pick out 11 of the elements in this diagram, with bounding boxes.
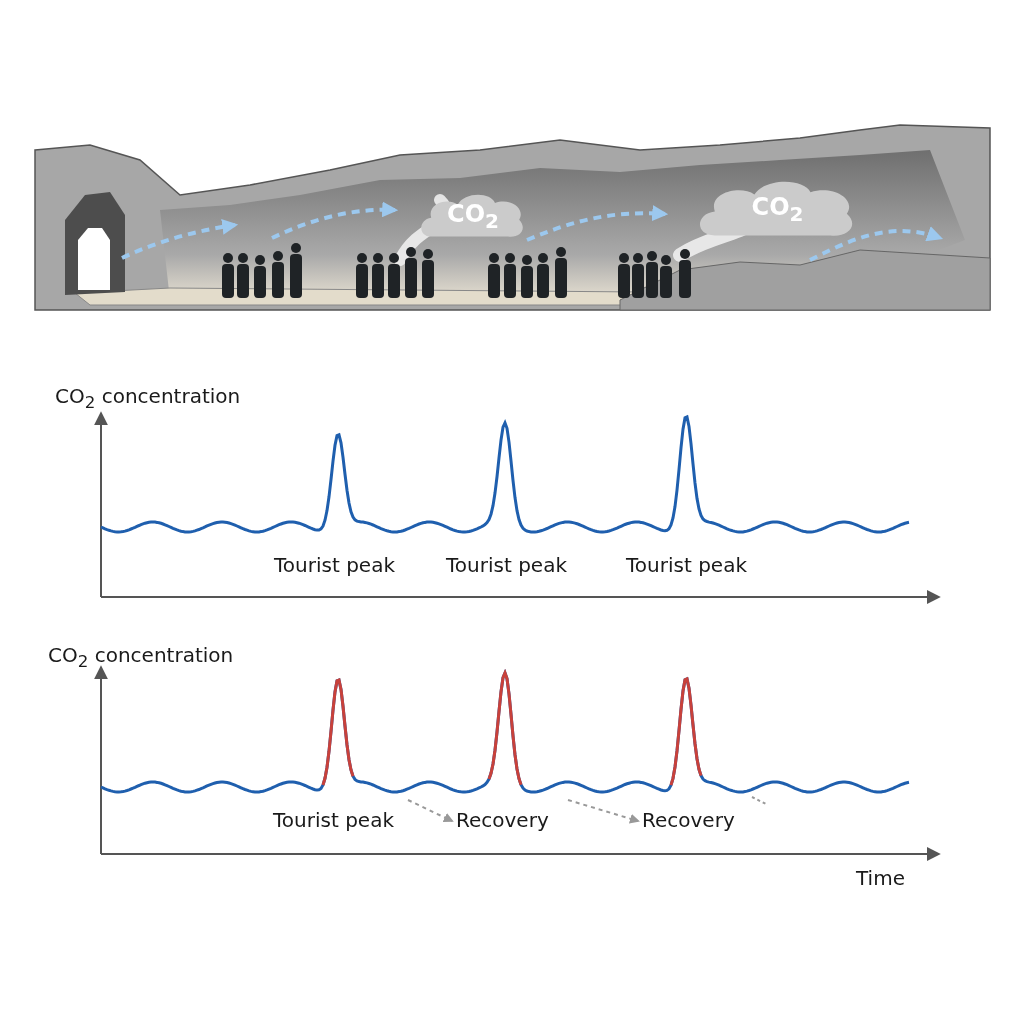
recovery-label: Recovery bbox=[456, 808, 552, 834]
axis-title: CO$_{2}$ concentration bbox=[55, 384, 241, 412]
arrow bbox=[567, 799, 640, 824]
peak-label: Tourist peak bbox=[273, 808, 394, 832]
peak-label: Tourist peak bbox=[446, 553, 567, 577]
axis-title: Time bbox=[856, 866, 905, 890]
peak-label: Tourist peak bbox=[274, 553, 395, 577]
recovery-label: Recovery bbox=[642, 808, 738, 834]
arrow bbox=[407, 799, 454, 823]
peak-label: Tourist peak bbox=[626, 553, 747, 577]
axis-title: CO$_{2}$ concentration bbox=[48, 643, 234, 671]
